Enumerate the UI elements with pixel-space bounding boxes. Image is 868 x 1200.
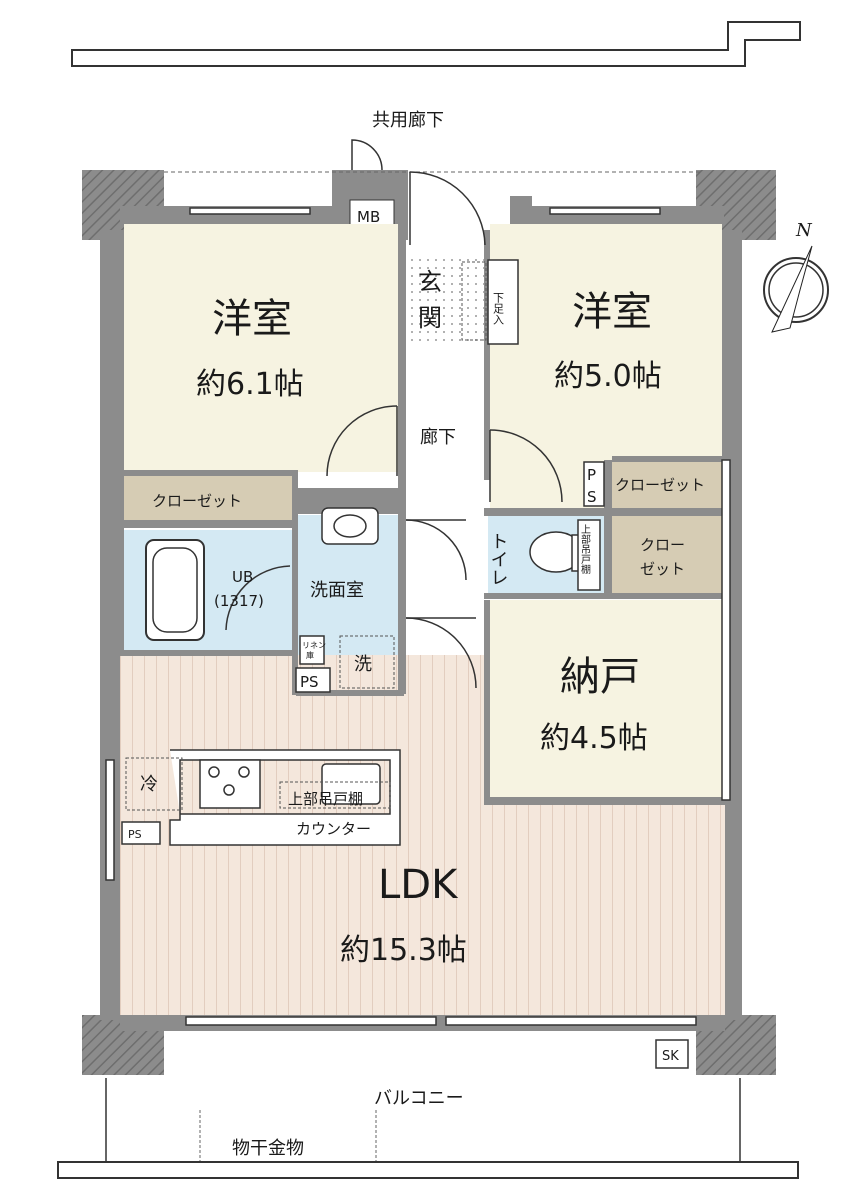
label-compass-north: N <box>795 220 813 241</box>
label-washroom: 洗面室 <box>310 580 364 601</box>
dashed-fixtures <box>339 261 487 689</box>
label-closet-ne: クローゼット <box>615 476 705 494</box>
interior-walls <box>120 224 724 805</box>
label-toilet: トイレ <box>488 532 509 586</box>
label-hallway: 廊下 <box>420 427 456 448</box>
label-entrance-2: 関 <box>418 304 442 332</box>
label-unit-bath: UB <box>232 568 253 586</box>
label-ps-wash: PS <box>300 673 319 691</box>
room-fills <box>120 224 725 1015</box>
label-laundry: 洗 <box>354 654 372 675</box>
label-closet-e2-2: ゼット <box>640 560 685 578</box>
label-ps-ne: P <box>587 466 596 484</box>
label-upper-cabinet-toilet: 上部吊戸棚 <box>579 524 591 575</box>
label-sk: SK <box>662 1049 679 1064</box>
label-counter: カウンター <box>296 820 371 838</box>
label-shoe-storage: 下足入 <box>492 292 505 325</box>
compass-icon <box>763 245 829 333</box>
washbasin <box>321 507 379 545</box>
label-storage-size: 約4.5帖 <box>540 721 648 756</box>
bathtub <box>145 539 205 641</box>
windows <box>105 207 731 1026</box>
label-storage-name: 納戸 <box>560 654 640 700</box>
label-ldk-name: LDK <box>378 862 459 908</box>
label-ps-ne-2: S <box>587 488 597 506</box>
label-entrance-1: 玄 <box>418 268 442 296</box>
label-linen: リネン <box>302 641 326 650</box>
balcony <box>57 1078 799 1179</box>
label-closet-w: クローゼット <box>152 492 242 510</box>
label-common-corridor: 共用廊下 <box>372 110 444 131</box>
label-ldk-size: 約15.3帖 <box>340 933 467 968</box>
label-room-nw-name: 洋室 <box>212 296 292 342</box>
label-fridge: 冷 <box>140 774 158 795</box>
label-unit-bath-size: (1317) <box>214 592 264 610</box>
label-mb: MB <box>357 208 380 226</box>
label-room-ne-size: 約5.0帖 <box>554 359 662 394</box>
label-room-nw-size: 約6.1帖 <box>196 367 304 402</box>
doors <box>225 139 563 689</box>
label-linen-2: 庫 <box>306 650 314 660</box>
small-boxes <box>121 259 689 1069</box>
label-room-ne-name: 洋室 <box>572 289 652 335</box>
label-upper-cabinet-kitchen: 上部吊戸棚 <box>288 790 363 808</box>
top-railing <box>71 21 801 67</box>
label-closet-e2-1: クロー <box>640 536 685 554</box>
label-ps-kitchen: PS <box>128 828 142 841</box>
kitchen <box>125 749 401 846</box>
label-balcony: バルコニー <box>374 1088 464 1109</box>
label-clothes-hanger: 物干金物 <box>232 1138 304 1159</box>
